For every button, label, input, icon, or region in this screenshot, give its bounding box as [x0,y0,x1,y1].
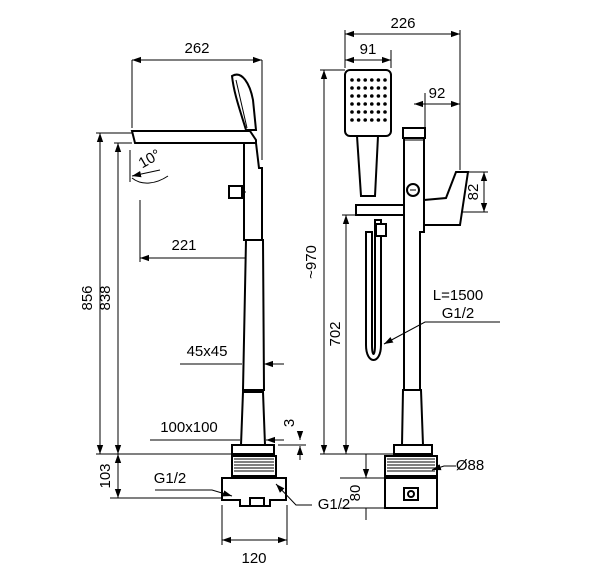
label-dim-970: ~970 [303,245,320,279]
label-dim-702: 702 [327,321,344,346]
nozzle-dot [376,110,381,114]
label-dim-45x45: 45x45 [187,343,228,360]
label-dim-g12-left: G1/2 [154,470,187,487]
nozzle-dot [356,94,361,98]
nozzle-dot [363,86,368,90]
nozzle-dot [370,118,374,122]
hand-shower-line [235,79,248,129]
label-dim-g12-bottom: G1/2 [318,496,351,513]
column-lower [241,239,266,391]
nozzle-dot [350,78,354,82]
nozzle-dot [383,94,387,98]
column-front [403,134,425,391]
nozzle-dot [356,118,361,122]
label-dim-d88: Ø88 [456,457,484,474]
nozzle-dot [356,86,361,90]
label-dim-g12-right: G1/2 [442,305,475,322]
column-front-lower [400,389,425,446]
column-upper [243,142,263,241]
nozzle-dot [356,110,361,114]
nozzle-dot [350,94,354,98]
label-dim-92: 92 [429,85,446,102]
side-lever [423,171,470,226]
nozzle-dot [376,86,381,90]
shower-hose [365,219,382,361]
nozzle-dot [370,102,374,106]
stem-lower [239,391,267,446]
install-box [221,477,287,507]
label-dim-221: 221 [171,237,196,254]
label-dim-3: 3 [281,419,298,427]
nozzle-dot [376,118,381,122]
label-dim-10deg: 10° [136,146,164,172]
label-dim-120: 120 [241,550,266,567]
nozzle-dot [376,94,381,98]
nozzle-dot [370,94,374,98]
nozzle-dot [363,102,368,106]
nozzle-dot [356,102,361,106]
shower-nozzles [350,78,387,122]
label-dim-100x100: 100x100 [160,419,218,436]
angle-arc [131,175,169,184]
label-dim-80: 80 [347,485,364,502]
nozzle-dot [370,78,374,82]
side-view [120,73,287,507]
label-dim-226: 226 [390,15,415,32]
nozzle-dot [376,102,381,106]
nozzle-dot [356,78,361,82]
nozzle-dot [363,94,368,98]
nozzle-dot [383,118,387,122]
nozzle-dot [370,110,374,114]
base-plate [231,444,275,455]
label-dim-82: 82 [465,184,482,201]
hand-shower-handle [355,135,380,197]
label-dim-103: 103 [97,463,114,488]
nozzle-dot [350,110,354,114]
label-dim-262: 262 [184,40,209,57]
nozzle-dot [363,78,368,82]
nozzle-dot [376,78,381,82]
label-dim-91: 91 [360,41,377,58]
control-knob [228,185,243,199]
nozzle-dot [383,110,387,114]
nozzle-dot [383,78,387,82]
nozzle-dot [363,118,368,122]
nozzle-dot [350,102,354,106]
hand-shower-side [230,73,258,131]
nozzle-dot [370,86,374,90]
label-dim-856: 856 [79,285,96,310]
nozzle-dot [383,86,387,90]
nozzle-dot [350,118,354,122]
label-dim-838: 838 [97,285,114,310]
front-view [344,69,470,509]
label-dim-l1500: L=1500 [433,287,483,304]
nozzle-dot [350,86,354,90]
nozzle-dot [383,102,387,106]
nozzle-dot [363,110,368,114]
